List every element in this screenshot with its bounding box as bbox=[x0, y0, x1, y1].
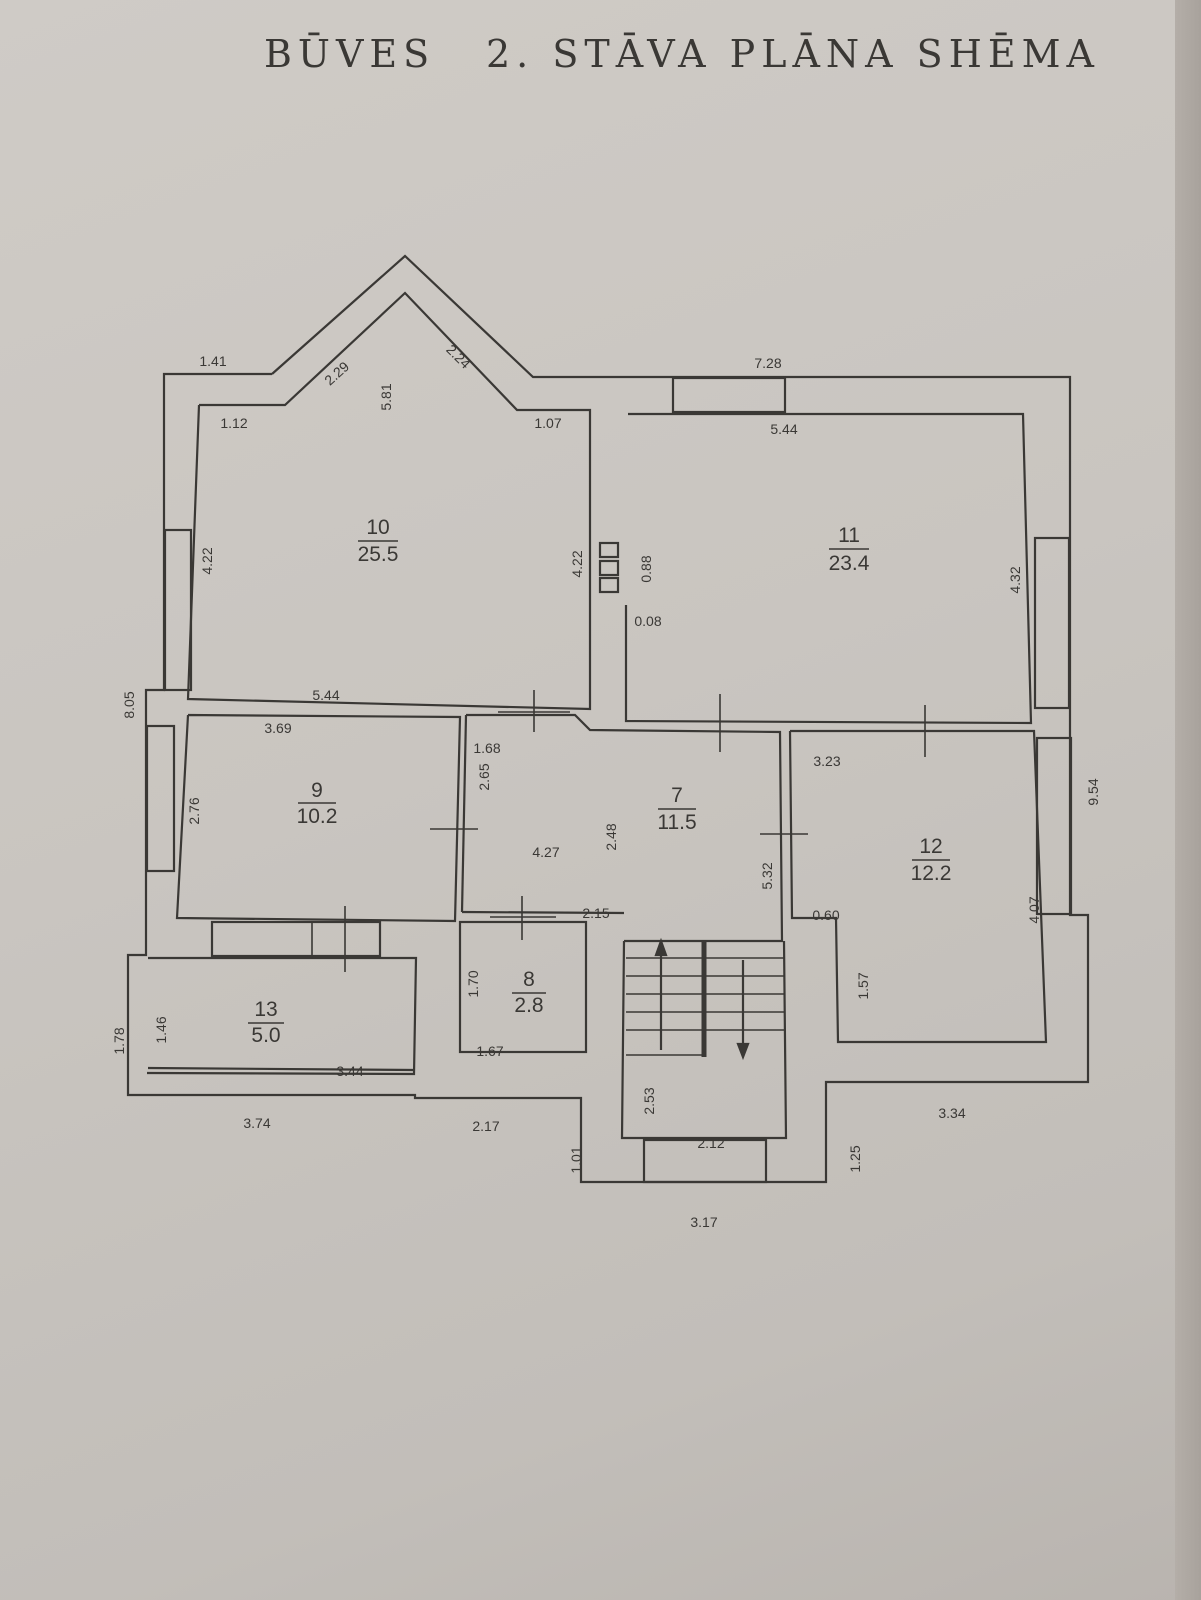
dimension-label: 5.81 bbox=[378, 383, 394, 410]
dimension-label: 8.05 bbox=[121, 691, 137, 718]
dimension-label: 1.41 bbox=[199, 353, 226, 369]
vent-duct bbox=[598, 541, 620, 559]
room-9-number: 9 bbox=[311, 779, 323, 802]
dimension-label: 2.15 bbox=[582, 905, 609, 921]
dimension-label: 2.48 bbox=[603, 823, 619, 850]
dimension-label: 5.44 bbox=[312, 687, 339, 703]
window bbox=[145, 724, 176, 873]
room-11-wall bbox=[624, 412, 1033, 725]
dimension-label: 2.12 bbox=[697, 1135, 724, 1151]
room-8-area: 2.8 bbox=[514, 994, 543, 1017]
dimension-label: 3.17 bbox=[690, 1214, 717, 1230]
dimension-label: 3.74 bbox=[243, 1115, 270, 1131]
window bbox=[642, 1138, 768, 1184]
dimension-label: 0.60 bbox=[812, 907, 839, 923]
room-8-number: 8 bbox=[523, 968, 535, 991]
dimension-label: 1.12 bbox=[220, 415, 247, 431]
dimension-label: 1.07 bbox=[534, 415, 561, 431]
room-10-wall bbox=[186, 291, 592, 711]
room-12-area: 12.2 bbox=[911, 862, 952, 885]
title-word-buves: BŪVES bbox=[264, 32, 436, 76]
dimension-label: 9.54 bbox=[1085, 778, 1101, 805]
dimension-label: 1.57 bbox=[855, 972, 871, 999]
dimension-label: 2.53 bbox=[641, 1087, 657, 1114]
dimension-label: 4.27 bbox=[532, 844, 559, 860]
room-7-wall bbox=[466, 713, 784, 943]
dimension-label: 4.32 bbox=[1007, 566, 1023, 593]
dimension-label: 1.67 bbox=[476, 1043, 503, 1059]
room-11-area: 23.4 bbox=[829, 552, 870, 575]
dimension-label: 4.22 bbox=[569, 550, 585, 577]
room-9-wall bbox=[175, 713, 462, 923]
vent-duct bbox=[598, 576, 620, 594]
dimension-label: 7.28 bbox=[754, 355, 781, 371]
page-edge-shadow bbox=[1175, 0, 1201, 1600]
dimension-label: 1.01 bbox=[568, 1146, 584, 1173]
window bbox=[210, 920, 382, 958]
room-13-wall bbox=[147, 1066, 415, 1072]
room-8-wall bbox=[458, 920, 588, 1054]
stair-arrow-up-head bbox=[654, 937, 668, 957]
dimension-label: 3.34 bbox=[938, 1105, 965, 1121]
window bbox=[1035, 736, 1073, 916]
dimension-label: 3.23 bbox=[813, 753, 840, 769]
room-13-number: 13 bbox=[254, 998, 277, 1021]
room-7-wall bbox=[460, 714, 468, 913]
room-13-area: 5.0 bbox=[251, 1024, 280, 1047]
room-11-number: 11 bbox=[838, 524, 860, 547]
room-10-number: 10 bbox=[366, 516, 389, 539]
dimension-label: 5.44 bbox=[770, 421, 797, 437]
dimension-label: 4.22 bbox=[199, 547, 215, 574]
dimension-label: 3.69 bbox=[264, 720, 291, 736]
dimension-label: 2.65 bbox=[476, 763, 492, 790]
dimension-label: 2.76 bbox=[186, 797, 202, 824]
dimension-label: 2.24 bbox=[443, 341, 474, 372]
dimension-label: 3.44 bbox=[336, 1063, 363, 1079]
window bbox=[671, 376, 787, 414]
dimension-label: 1.78 bbox=[111, 1027, 127, 1054]
room-9-area: 10.2 bbox=[297, 805, 338, 828]
window bbox=[163, 528, 193, 692]
dimension-label: 1.46 bbox=[153, 1016, 169, 1043]
stair-room-wall bbox=[620, 940, 788, 1140]
dimension-label: 5.32 bbox=[759, 862, 775, 889]
room-7-number: 7 bbox=[671, 784, 683, 807]
dimension-label: 1.70 bbox=[465, 970, 481, 997]
dimension-label: 0.08 bbox=[634, 613, 661, 629]
dimension-label: 4.07 bbox=[1026, 896, 1042, 923]
room-13-wall bbox=[146, 956, 418, 1076]
dimension-label: 2.17 bbox=[472, 1118, 499, 1134]
dimension-label: 2.29 bbox=[321, 358, 352, 388]
dimension-label: 0.88 bbox=[638, 555, 654, 582]
room-10-area: 25.5 bbox=[358, 543, 399, 566]
dimension-label: 1.25 bbox=[847, 1145, 863, 1172]
title-plan-scheme: 2. STĀVA PLĀNA SHĒMA bbox=[486, 32, 1100, 76]
stair-arrow-down-head bbox=[736, 1042, 750, 1061]
room-7-wall bbox=[461, 910, 625, 915]
room-12-wall bbox=[788, 729, 1048, 1044]
room-12-number: 12 bbox=[919, 835, 942, 858]
room-7-area: 11.5 bbox=[657, 811, 696, 834]
vent-duct bbox=[598, 559, 620, 577]
window bbox=[1033, 536, 1071, 710]
dimension-label: 1.68 bbox=[473, 740, 500, 756]
